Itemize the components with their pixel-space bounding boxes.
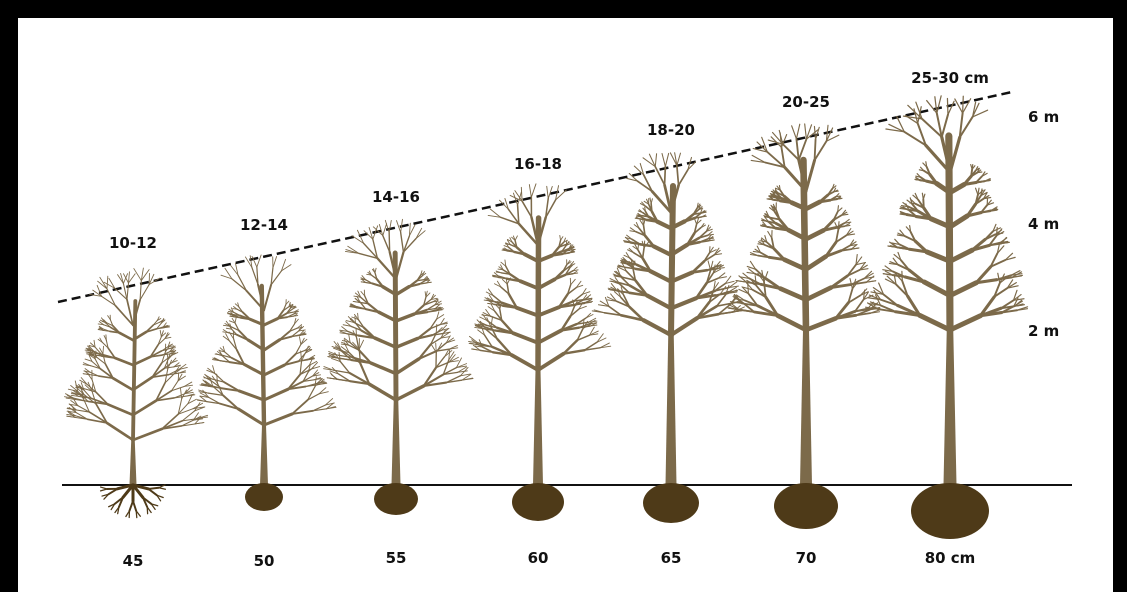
root-size-label-6: 70 [796,549,817,567]
trunk-size-label-2: 12-14 [240,216,288,234]
tree-trunk-2 [260,425,268,485]
root-ball-7 [911,483,989,539]
bare-roots [99,483,167,519]
trunk-size-label-1: 10-12 [109,234,157,252]
tree-4 [468,183,612,485]
tree-1 [64,267,209,485]
tree-5 [591,152,745,485]
tree-trunk-3 [391,400,401,485]
tree-3 [323,218,474,485]
tree-trunk-6 [800,330,812,485]
tree-trunk-5 [665,335,677,485]
tree-7 [864,95,1029,485]
tree-trunk-7 [943,330,957,485]
tree-trunk-4 [533,370,543,485]
trunk-size-label-6: 20-25 [782,93,830,111]
crown-height-dashed-line [57,90,1013,304]
root-ball-4 [512,483,564,521]
roots-group [99,483,989,539]
trunk-size-label-5: 18-20 [647,121,695,139]
root-ball-2 [245,483,283,511]
height-label-2m: 2 m [1028,322,1059,340]
root-ball-5 [643,483,699,523]
root-ball-3 [374,483,418,515]
trunk-size-label-3: 14-16 [372,188,420,206]
trees-group [64,95,1029,485]
tree-trunk-1 [129,440,137,485]
tree-6 [727,123,881,485]
root-size-label-1: 45 [123,552,144,570]
root-size-label-4: 60 [528,549,549,567]
root-size-label-3: 55 [386,549,407,567]
root-ball-6 [774,483,838,529]
trunk-size-label-7: 25-30 cm [911,69,989,87]
height-label-6m: 6 m [1028,108,1059,126]
height-label-4m: 4 m [1028,215,1059,233]
root-size-label-2: 50 [254,552,275,570]
root-size-label-7: 80 cm [925,549,976,567]
trunk-size-label-4: 16-18 [514,155,562,173]
tree-2 [196,254,337,485]
root-size-label-5: 65 [661,549,682,567]
